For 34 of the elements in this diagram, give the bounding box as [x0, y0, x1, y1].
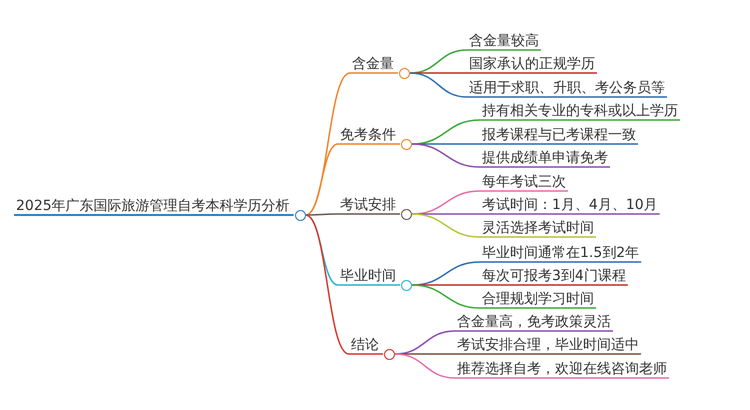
branch-line	[412, 119, 680, 145]
branch-line	[412, 284, 596, 309]
topic-label: 毕业时间	[340, 268, 396, 284]
topic-label: 持有相关专业的专科或以上学历	[482, 103, 678, 119]
branch-line	[412, 190, 568, 215]
topic-label: 国家承认的正规学历	[469, 56, 595, 72]
branch-line	[306, 213, 400, 216]
topic-label: 考试时间：1月、4月、10月	[482, 197, 658, 213]
branch-line	[394, 330, 613, 355]
topic-label: 每次可报考3到4门课程	[482, 268, 626, 284]
topic-label: 每年考试三次	[482, 174, 566, 190]
branch-line	[305, 214, 383, 355]
topic-label: 含金量	[352, 56, 394, 72]
topic-label: 灵活选择考试时间	[482, 220, 594, 236]
branch-line	[394, 353, 669, 379]
branch-line	[412, 261, 642, 286]
topic-label: 考试安排合理，毕业时间适中	[457, 337, 639, 353]
topic-label: 结论	[351, 337, 379, 353]
topic-label: 2025年广东国际旅游管理自考本科学历分析	[16, 198, 290, 214]
topic-label: 提供成绩单申请免考	[482, 150, 608, 166]
topic-label: 报考课程与已考课程一致	[482, 127, 636, 143]
topic-label: 毕业时间通常在1.5到2年	[482, 245, 640, 261]
topic-label: 适用于求职、升职、考公务员等	[469, 80, 665, 96]
topic-label: 推荐选择自考，欢迎在线咨询老师	[457, 361, 667, 377]
topic-label: 免考条件	[340, 127, 396, 143]
topic-label: 考试安排	[340, 197, 396, 213]
branch-line	[410, 72, 667, 98]
branch-line	[412, 213, 596, 238]
branch-line	[412, 143, 610, 168]
branch-line	[410, 49, 541, 74]
topic-label: 合理规划学习时间	[482, 291, 594, 307]
topic-label: 含金量较高	[469, 33, 539, 49]
branch-line	[305, 143, 400, 216]
topic-label: 含金量高，免考政策灵活	[457, 314, 611, 330]
